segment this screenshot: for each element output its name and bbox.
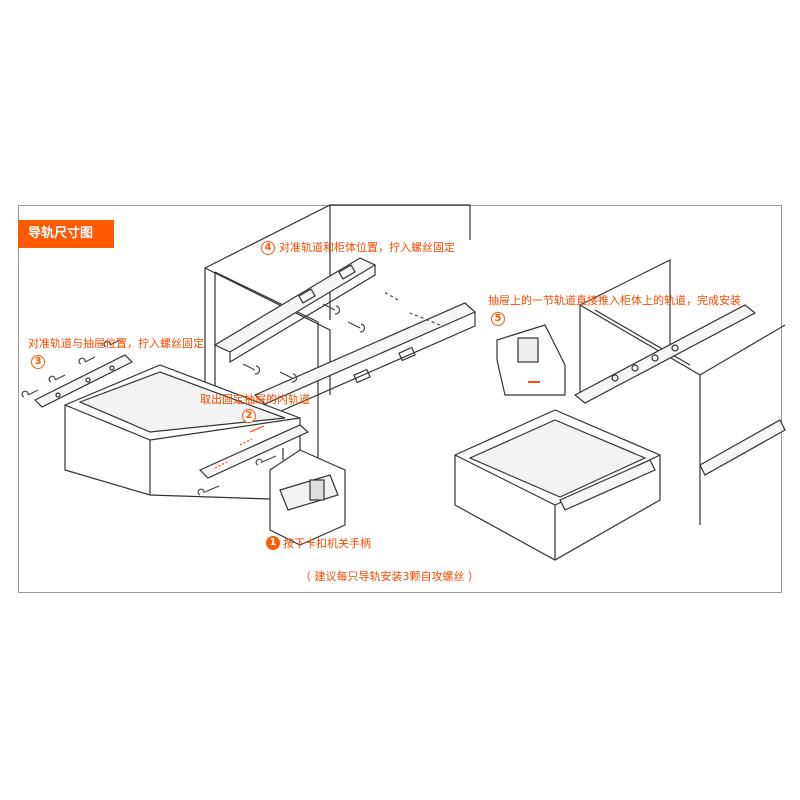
step-2-number: 2 xyxy=(242,409,256,423)
right-drawer xyxy=(454,409,661,561)
cabinet-rail xyxy=(213,257,477,419)
cabinet-screws xyxy=(242,291,441,383)
step-1-number: 1 xyxy=(266,536,280,550)
step-4-text: 对准轨道和柜体位置，拧入螺丝固定 xyxy=(279,241,455,254)
drawer-rail xyxy=(33,354,134,408)
install-note: （ 建议每只导轨安装3颗自攻螺丝 ） xyxy=(300,570,479,583)
step-1-text: 按下卡扣机关手柄 xyxy=(283,537,371,550)
step-2-text: 取出固定抽屉的内轨道 xyxy=(200,393,310,406)
title-tab: 导轨尺寸图 xyxy=(18,220,114,248)
drawer-box xyxy=(64,364,301,501)
inner-rail xyxy=(197,424,310,496)
right-cabinet-rail xyxy=(573,304,786,476)
latch-detail xyxy=(269,448,346,546)
step-3-text: 对准轨道与抽屉位置，拧入螺丝固定 xyxy=(28,337,204,350)
step-3-number: 3 xyxy=(31,355,45,369)
step-4-number: 4 xyxy=(261,241,275,255)
step-5-text: 抽屉上的一节轨道直接推入柜体上的轨道，完成安装 xyxy=(488,294,741,307)
drawer-screws xyxy=(21,339,121,398)
right-latch-detail xyxy=(496,324,566,396)
step-5-number: 5 xyxy=(491,312,505,326)
